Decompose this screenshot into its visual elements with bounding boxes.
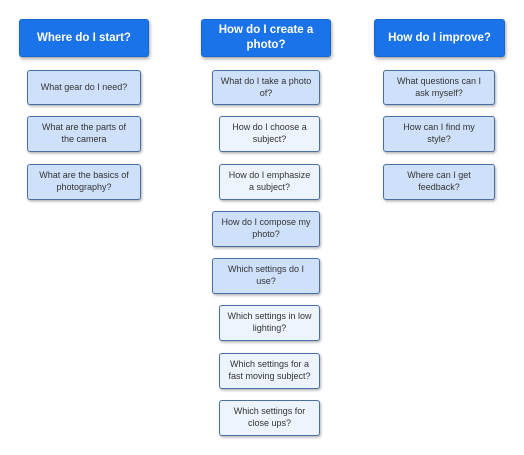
- card-settings-fast-subject: Which settings for a fast moving subject…: [219, 353, 320, 389]
- card-settings-close-ups: Which settings for close ups?: [219, 400, 320, 436]
- card-parts-of-camera: What are the parts of the camera: [27, 116, 141, 152]
- card-emphasize-subject: How do I emphasize a subject?: [219, 164, 320, 200]
- card-find-my-style: How can I find my style?: [383, 116, 495, 152]
- card-what-to-photograph: What do I take a photo of?: [212, 70, 320, 105]
- card-settings-low-lighting: Which settings in low lighting?: [219, 305, 320, 341]
- header-where-do-i-start: Where do I start?: [19, 19, 149, 57]
- header-how-do-i-create: How do I create a photo?: [201, 19, 331, 57]
- card-which-settings: Which settings do I use?: [212, 258, 320, 294]
- card-compose-photo: How do I compose my photo?: [212, 211, 320, 247]
- card-choose-subject: How do I choose a subject?: [219, 116, 320, 152]
- card-get-feedback: Where can I get feedback?: [383, 164, 495, 200]
- card-questions-ask-myself: What questions can I ask myself?: [383, 70, 495, 105]
- card-basics-of-photography: What are the basics of photography?: [27, 164, 141, 200]
- card-what-gear: What gear do I need?: [27, 70, 141, 105]
- header-how-do-i-improve: How do I improve?: [374, 19, 505, 57]
